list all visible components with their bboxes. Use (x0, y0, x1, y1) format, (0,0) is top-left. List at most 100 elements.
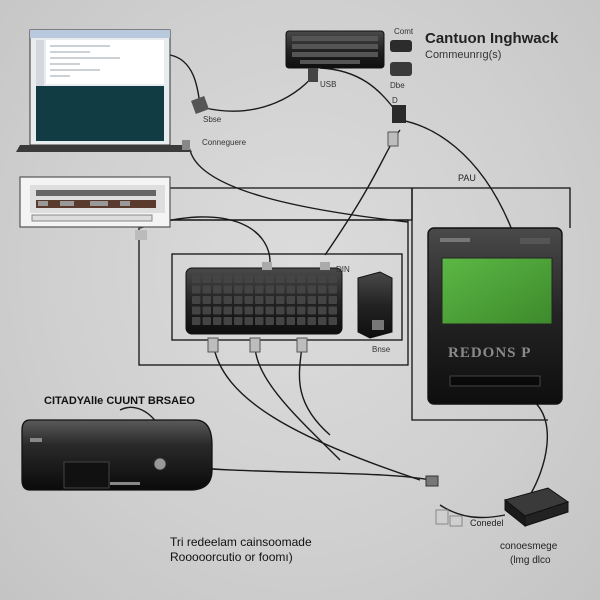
keyboard-key (297, 285, 306, 294)
keyboard-key (318, 275, 327, 283)
keyboard-key (265, 306, 274, 315)
central-keyboard (185, 262, 343, 335)
label-dbe: Dbe (390, 81, 405, 90)
label-compe: Conneguere (202, 138, 247, 147)
keyboard-key (297, 296, 306, 304)
keyboard-key (265, 317, 274, 325)
keyboard-key (276, 296, 285, 304)
keyboard-key (286, 275, 295, 283)
keyboard-key (255, 306, 264, 315)
label-usb: USB (320, 80, 336, 89)
keyboard-key (297, 306, 306, 315)
keyboard-key (318, 306, 327, 315)
keyboard-key (244, 306, 253, 315)
keyboard-key (192, 317, 201, 325)
keyboard-key (192, 296, 201, 304)
diagram-subtitle: Commeunrıg(s) (425, 49, 501, 61)
keyboard-key (318, 317, 327, 325)
keyboard-key (328, 306, 337, 315)
keyboard-key (286, 306, 295, 315)
keyboard-key (192, 285, 201, 294)
keyboard-key (255, 275, 264, 283)
bottom-plugs (425, 475, 463, 527)
keyboard-key (223, 306, 232, 315)
label-bnse: Bnse (372, 345, 391, 354)
keyboard-key (234, 317, 243, 325)
keyboard-key (202, 306, 211, 315)
keyboard-key (223, 317, 232, 325)
keyboard-key (244, 317, 253, 325)
keyboard-key (328, 275, 337, 283)
laptop-screen (36, 86, 164, 141)
laptop (16, 29, 192, 152)
keyboard-key (213, 296, 222, 304)
top-small-devices (387, 40, 412, 147)
keyboard-key (318, 296, 327, 304)
monitor-brand: REDONS P (448, 345, 531, 361)
keyboard-key (297, 275, 306, 283)
keyboard-key (265, 275, 274, 283)
game-console (21, 419, 213, 491)
diagram-title: Cantuon Inghwack (425, 30, 559, 47)
keyboard-key (307, 306, 316, 315)
connector-usb (308, 68, 318, 82)
keyboard-key (328, 296, 337, 304)
keyboard-key (223, 296, 232, 304)
connector-sbse (191, 96, 209, 114)
keyboard-key (234, 306, 243, 315)
label-din: DIN (336, 265, 350, 274)
label-ext-1: conoesmege (500, 541, 558, 552)
keyboard-key (202, 285, 211, 294)
keyboard-key (297, 317, 306, 325)
keyboard-key (318, 285, 327, 294)
keyboard-key (286, 317, 295, 325)
keyboard-key (213, 306, 222, 315)
top-keyboard (285, 30, 385, 69)
keyboard-key (192, 306, 201, 315)
keyboard-key (202, 296, 211, 304)
keyboard-key (213, 275, 222, 283)
monitor-tower (427, 227, 563, 405)
keyboard-key (328, 285, 337, 294)
label-d: D (392, 96, 398, 105)
label-top: Comt (394, 27, 414, 36)
label-sbse: Sbse (203, 115, 222, 124)
console-heading: CITADYAlIe CUUNT BRSAEO (44, 395, 195, 407)
frame-lines (138, 187, 571, 421)
keyboard-key (255, 285, 264, 294)
keyboard-key (192, 275, 201, 283)
caption-line-2: Rooooorcutio or foomı) (170, 550, 293, 564)
label-ext-2: (lmg dlco (510, 555, 551, 566)
keyboard-key (234, 296, 243, 304)
label-conedl: Conedel (470, 518, 504, 528)
keyboard-key (265, 296, 274, 304)
keyboard-key (244, 275, 253, 283)
keyboard-key (244, 285, 253, 294)
external-drive (503, 487, 570, 528)
monitor-screen (441, 257, 553, 325)
label-pau: PAU (458, 173, 476, 183)
keyboard-key (213, 317, 222, 325)
keyboard-key (276, 285, 285, 294)
keyboard-key (244, 296, 253, 304)
keyboard-key (223, 275, 232, 283)
keyboard-key (286, 296, 295, 304)
keyboard-key (265, 285, 274, 294)
keyboard-key (307, 317, 316, 325)
keyboard-key (213, 285, 222, 294)
keyboard-key (276, 317, 285, 325)
keyboard-key (307, 275, 316, 283)
keyboard-key (328, 317, 337, 325)
caption-line-1: Tri redeelam cainsoomade (170, 535, 312, 549)
keyboard-key (255, 296, 264, 304)
plugs (207, 337, 308, 353)
keyboard-key (276, 275, 285, 283)
keyboard-key (255, 317, 264, 325)
keyboard-key (234, 275, 243, 283)
keyboard-key (307, 296, 316, 304)
receiver-unit (19, 176, 171, 240)
keyboard-key (276, 306, 285, 315)
keyboard-key (307, 285, 316, 294)
keyboard-key (223, 285, 232, 294)
